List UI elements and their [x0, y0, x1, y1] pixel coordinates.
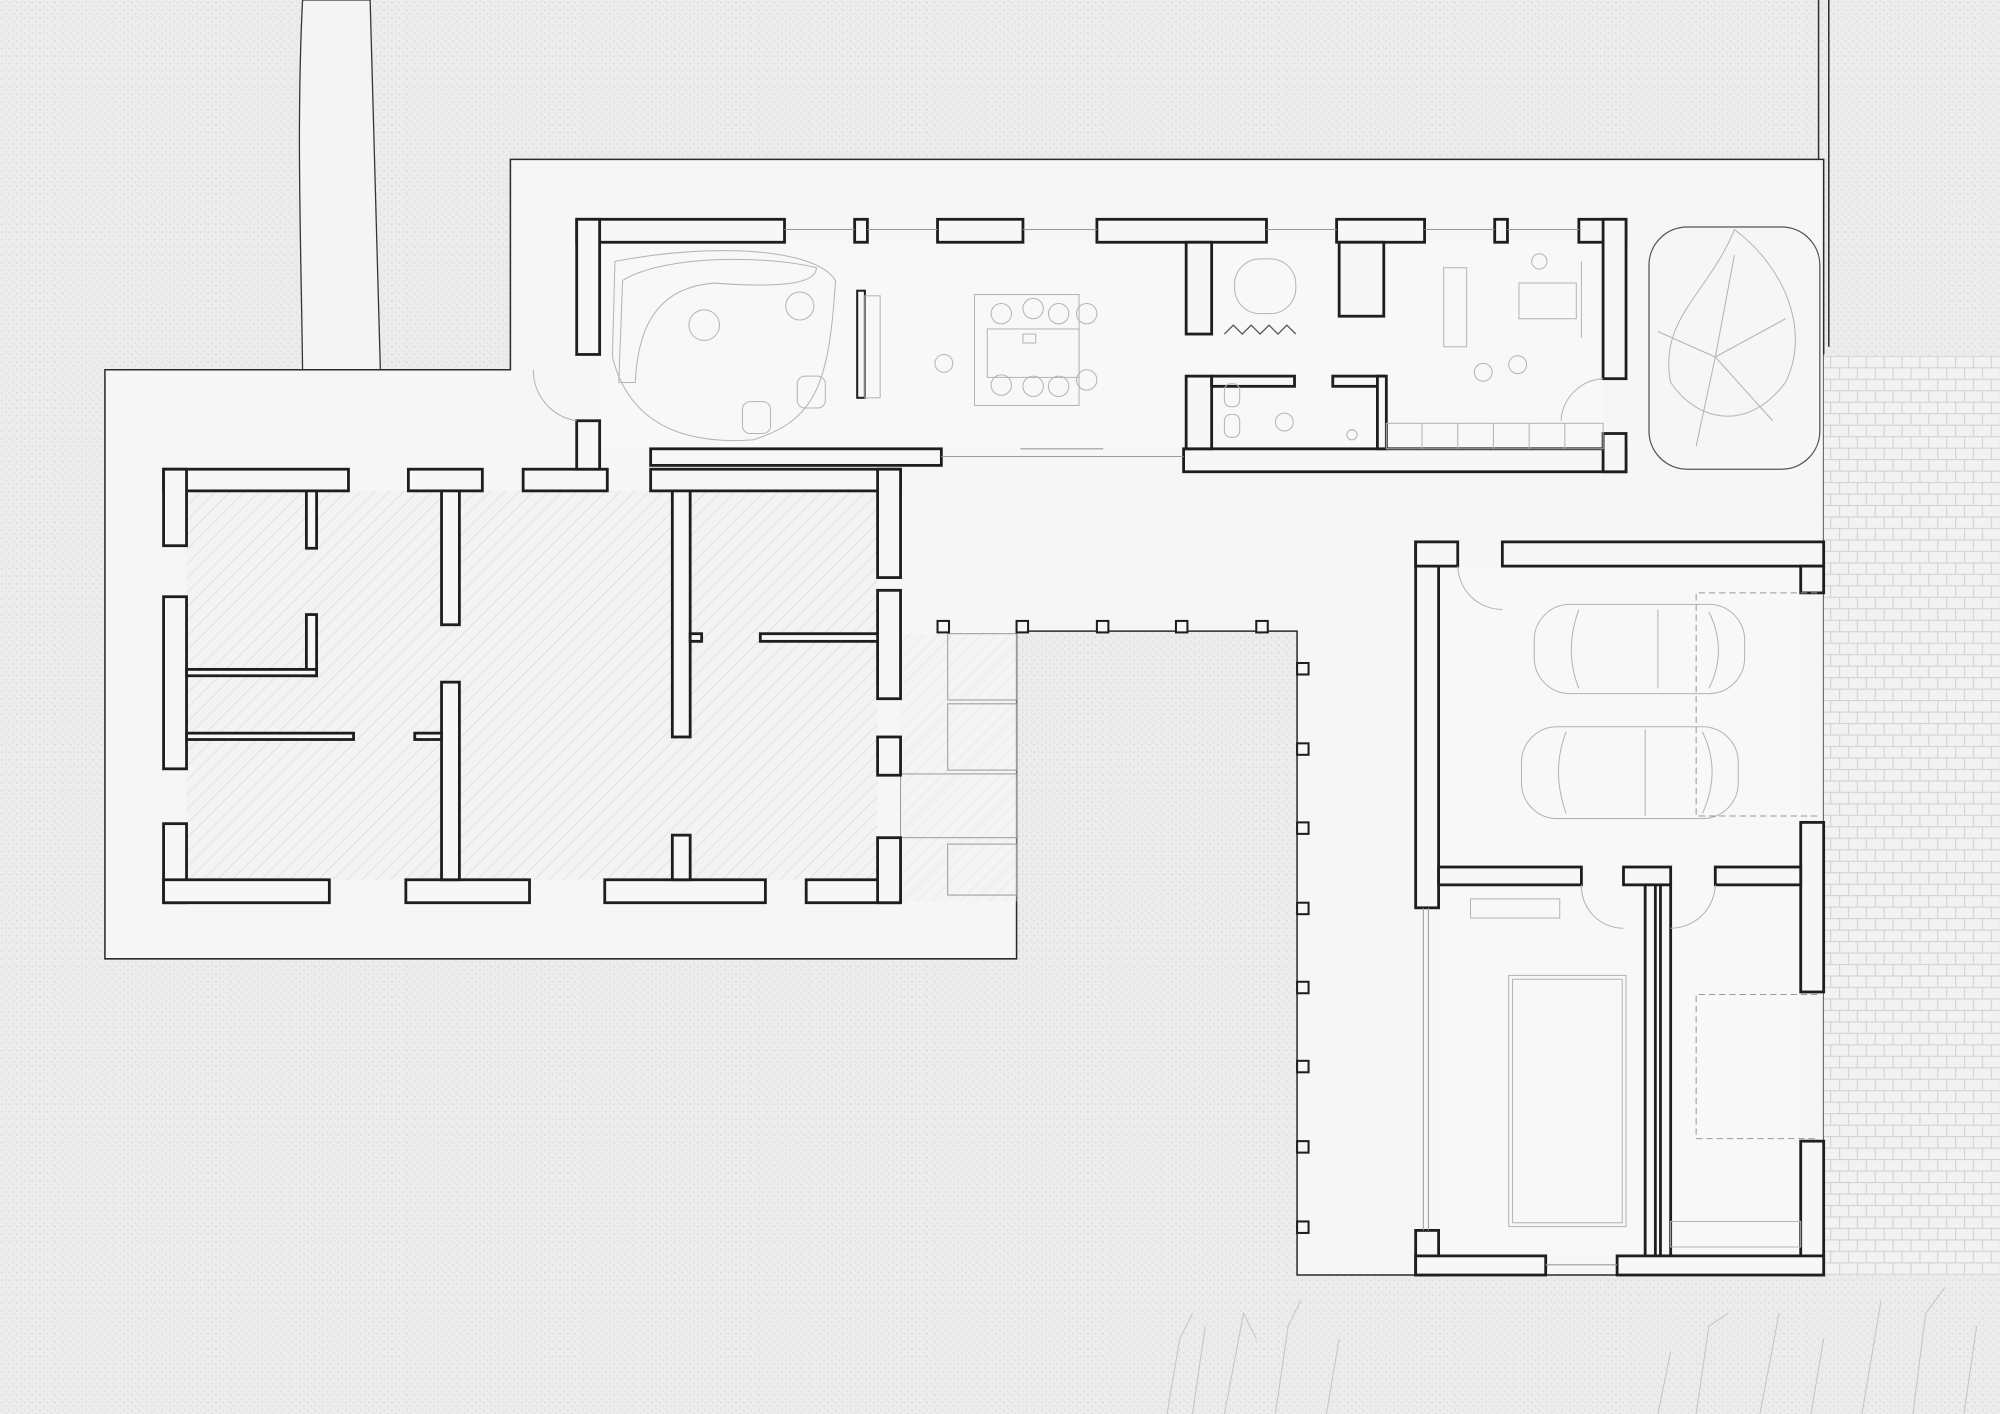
terrace-pavers [900, 633, 1018, 902]
wall-segment [876, 735, 902, 777]
wall-segment [304, 613, 318, 678]
column [1174, 619, 1189, 634]
car [1533, 603, 1746, 695]
walls [162, 217, 1826, 1277]
column [936, 619, 951, 634]
wall-segment [304, 489, 318, 550]
wall-segment [162, 467, 188, 548]
wall-segment [1643, 883, 1657, 1258]
wall-segment [521, 467, 609, 493]
wall-segment [1437, 865, 1583, 887]
wall-segment [1414, 1254, 1548, 1277]
tiled-driveway [1823, 354, 2000, 1276]
wall-segment [1414, 540, 1441, 910]
wall-segment [1713, 865, 1803, 887]
wall-segment [1184, 374, 1214, 451]
wall-segment [1210, 374, 1296, 388]
wall-segment [162, 467, 350, 493]
storage-cabinets [1385, 422, 1604, 450]
wall-segment [1337, 240, 1386, 318]
wall-segment [406, 467, 484, 493]
garden-path [298, 0, 381, 371]
column [1296, 1059, 1310, 1074]
wall-segment [649, 467, 902, 493]
wall-segment [670, 833, 692, 882]
column [1296, 661, 1310, 676]
media-console [864, 295, 881, 399]
column [1015, 619, 1030, 634]
wall-segment [603, 878, 767, 905]
column [1095, 619, 1110, 634]
wall-segment [670, 489, 692, 739]
wall-segment [1414, 540, 1460, 568]
wall-segment [1622, 865, 1673, 887]
pool [1508, 974, 1627, 1228]
wall-segment [649, 447, 943, 467]
studio-floor [599, 242, 1604, 449]
column [1296, 980, 1310, 995]
wall-segment [876, 588, 902, 701]
gym-equipment [1443, 253, 1582, 382]
wall-segment [758, 632, 880, 643]
wall-segment [1601, 432, 1628, 474]
wall-segment [1601, 217, 1628, 381]
wall-segment [1376, 374, 1388, 451]
wall-unit [856, 289, 866, 399]
doors [532, 369, 1716, 929]
wall-segment [1182, 447, 1628, 474]
wall-segment [1095, 217, 1268, 244]
workbench [1469, 898, 1561, 919]
wall-segment [575, 217, 786, 244]
wall-segment [1335, 217, 1426, 244]
wall-segment [440, 489, 461, 627]
column [1296, 821, 1310, 835]
wall-segment [853, 217, 869, 244]
car [1520, 726, 1739, 820]
wall-segment [1799, 564, 1826, 595]
wall-segment [688, 632, 704, 643]
wall-segment [1493, 217, 1509, 244]
wall-segment [1615, 1254, 1826, 1277]
shrubs [1166, 1287, 1978, 1414]
wall-segment [185, 731, 355, 741]
wall-segment [162, 595, 188, 771]
tree [1648, 226, 1821, 470]
windows [784, 228, 1618, 1266]
wall-segment [876, 467, 902, 579]
column [1255, 619, 1269, 634]
wall-segment [1799, 820, 1826, 994]
lounge-sofa [611, 250, 837, 442]
bathroom-fixtures [1223, 258, 1358, 441]
wall-segment [1500, 540, 1826, 568]
column [1296, 1140, 1310, 1154]
wall-segment [1184, 240, 1214, 336]
column [1296, 742, 1310, 756]
terrace-columns [936, 619, 1310, 1234]
garage-floor [1438, 566, 1801, 1256]
wall-segment [1659, 883, 1673, 1258]
wall-segment [876, 836, 902, 905]
left-house-floor [186, 490, 878, 880]
wall-segment [575, 419, 602, 471]
shelving [1670, 1220, 1802, 1248]
wall-segment [575, 217, 602, 356]
wall-segment [162, 878, 331, 905]
column [1296, 1220, 1310, 1234]
dining-table-with-chairs [934, 294, 1098, 406]
column [1296, 901, 1310, 916]
wall-segment [404, 878, 531, 905]
wall-segment [413, 731, 443, 741]
wall-segment [440, 680, 461, 882]
wall-segment [185, 667, 318, 678]
wall-segment [936, 217, 1025, 244]
